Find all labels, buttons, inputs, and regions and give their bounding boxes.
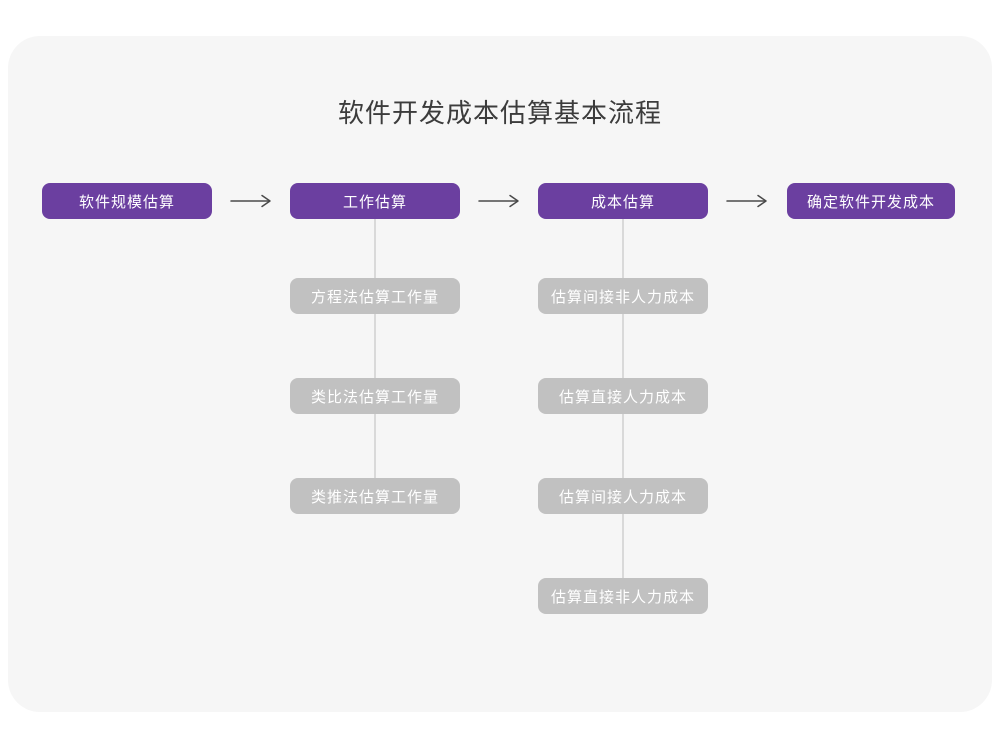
diagram-title: 软件开发成本估算基本流程 bbox=[337, 98, 662, 128]
sub-step-extrapolation-method-effort: 类推法估算工作量 bbox=[290, 478, 460, 514]
arrow-right-icon bbox=[477, 194, 521, 208]
step-software-scale-estimation: 软件规模估算 bbox=[42, 183, 212, 219]
sub-step-direct-labor-cost: 估算直接人力成本 bbox=[538, 378, 708, 414]
arrow-right-icon bbox=[725, 194, 769, 208]
step-work-estimation: 工作估算 bbox=[290, 183, 460, 219]
sub-step-analogy-method-effort: 类比法估算工作量 bbox=[290, 378, 460, 414]
sub-step-direct-non-labor-cost: 估算直接非人力成本 bbox=[538, 578, 708, 614]
sub-step-equation-method-effort: 方程法估算工作量 bbox=[290, 278, 460, 314]
step-cost-estimation: 成本估算 bbox=[538, 183, 708, 219]
step-determine-software-development-cost: 确定软件开发成本 bbox=[787, 183, 955, 219]
diagram-card bbox=[8, 36, 992, 712]
sub-step-indirect-non-labor-cost: 估算间接非人力成本 bbox=[538, 278, 708, 314]
sub-step-indirect-labor-cost: 估算间接人力成本 bbox=[538, 478, 708, 514]
connector-line-work-estimation bbox=[374, 219, 376, 478]
arrow-right-icon bbox=[229, 194, 273, 208]
